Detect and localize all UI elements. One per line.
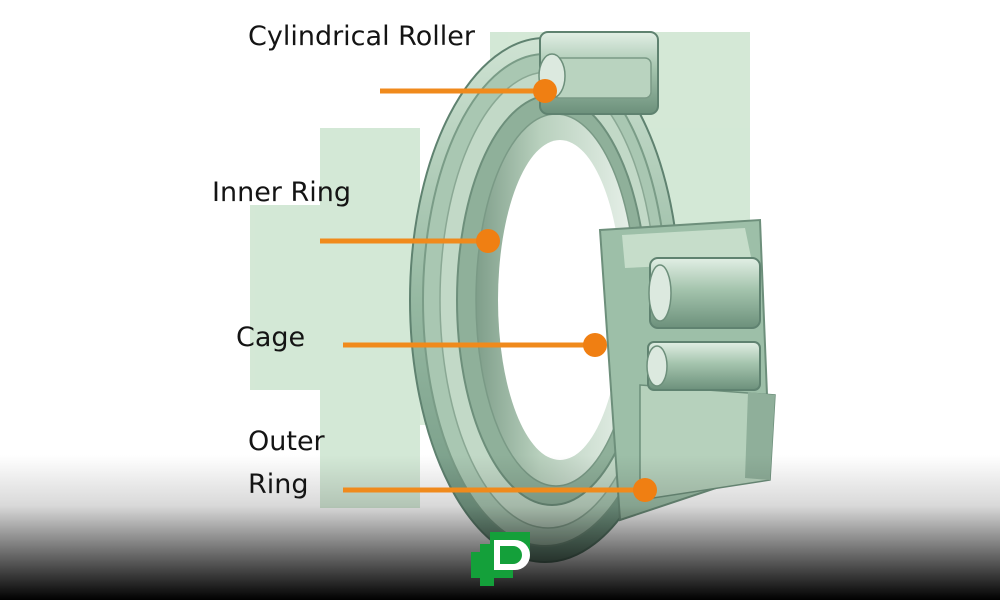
leader-cage	[343, 333, 607, 357]
label-outer-ring-line2: Ring	[248, 469, 309, 500]
cylindrical-roller-low	[646, 341, 761, 391]
label-cylindrical-roller: Cylindrical Roller	[248, 21, 475, 52]
pd-logo-icon	[471, 532, 530, 586]
leader-outer-ring	[343, 478, 657, 502]
label-inner-ring: Inner Ring	[212, 177, 351, 208]
inner-ring-shape	[456, 94, 648, 506]
label-outer-ring-line1: Outer	[248, 426, 325, 457]
cylindrical-roller-mid	[648, 257, 761, 329]
leader-cylindrical-roller	[380, 79, 557, 103]
leader-inner-ring	[320, 229, 500, 253]
label-cage: Cage	[236, 322, 306, 353]
bottom-shadow	[0, 455, 1000, 600]
cylindrical-roller-top	[538, 31, 659, 115]
